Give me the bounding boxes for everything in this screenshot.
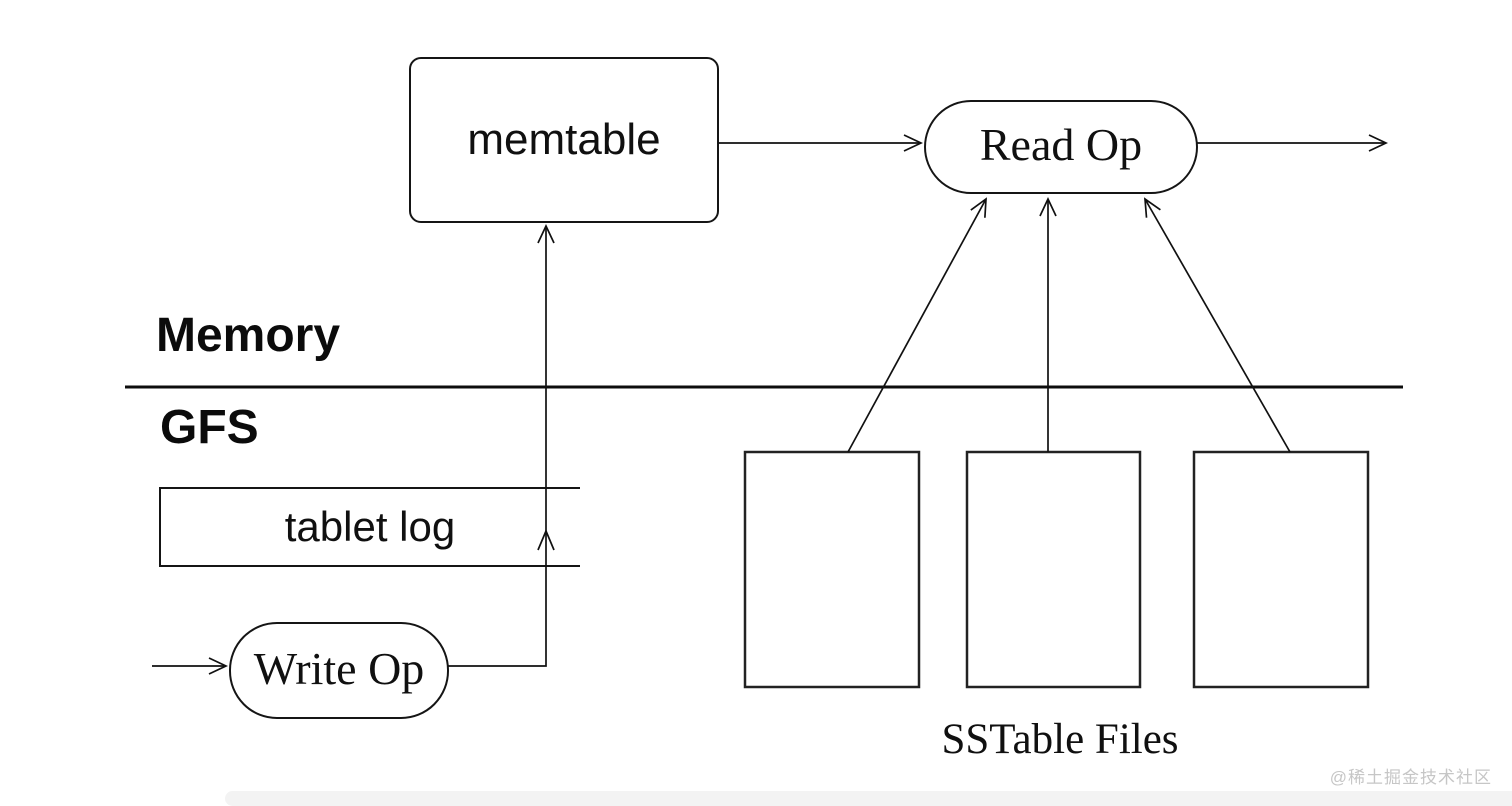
write-op-shape	[229, 622, 449, 719]
memory-section-label: Memory	[156, 309, 341, 362]
sstable-box-3	[1192, 450, 1370, 689]
gfs-section-label: GFS	[160, 401, 259, 454]
write-op-label: Write Op	[253, 642, 425, 694]
sstable-box-2	[965, 450, 1142, 689]
memtable-box	[409, 57, 719, 223]
read-op-label: Read Op	[979, 119, 1143, 170]
arrow-sstable1-to-read-op	[847, 197, 987, 453]
memtable-label: memtable	[467, 115, 661, 164]
watermark-text: @稀土掘金技术社区	[1329, 768, 1492, 787]
sstable-box-1	[743, 450, 921, 689]
bottom-strip	[225, 791, 1512, 806]
tablet-log-box	[159, 487, 580, 567]
read-op-shape	[924, 100, 1198, 194]
arrowhead-write-op-to-tablet-log	[537, 528, 555, 551]
tablet-log-label: tablet log	[284, 503, 456, 550]
arrow-sstable3-to-read-op	[1144, 197, 1291, 453]
sstable-files-caption: SSTable Files	[941, 715, 1179, 763]
arrow-write-op-to-memtable	[448, 224, 555, 667]
